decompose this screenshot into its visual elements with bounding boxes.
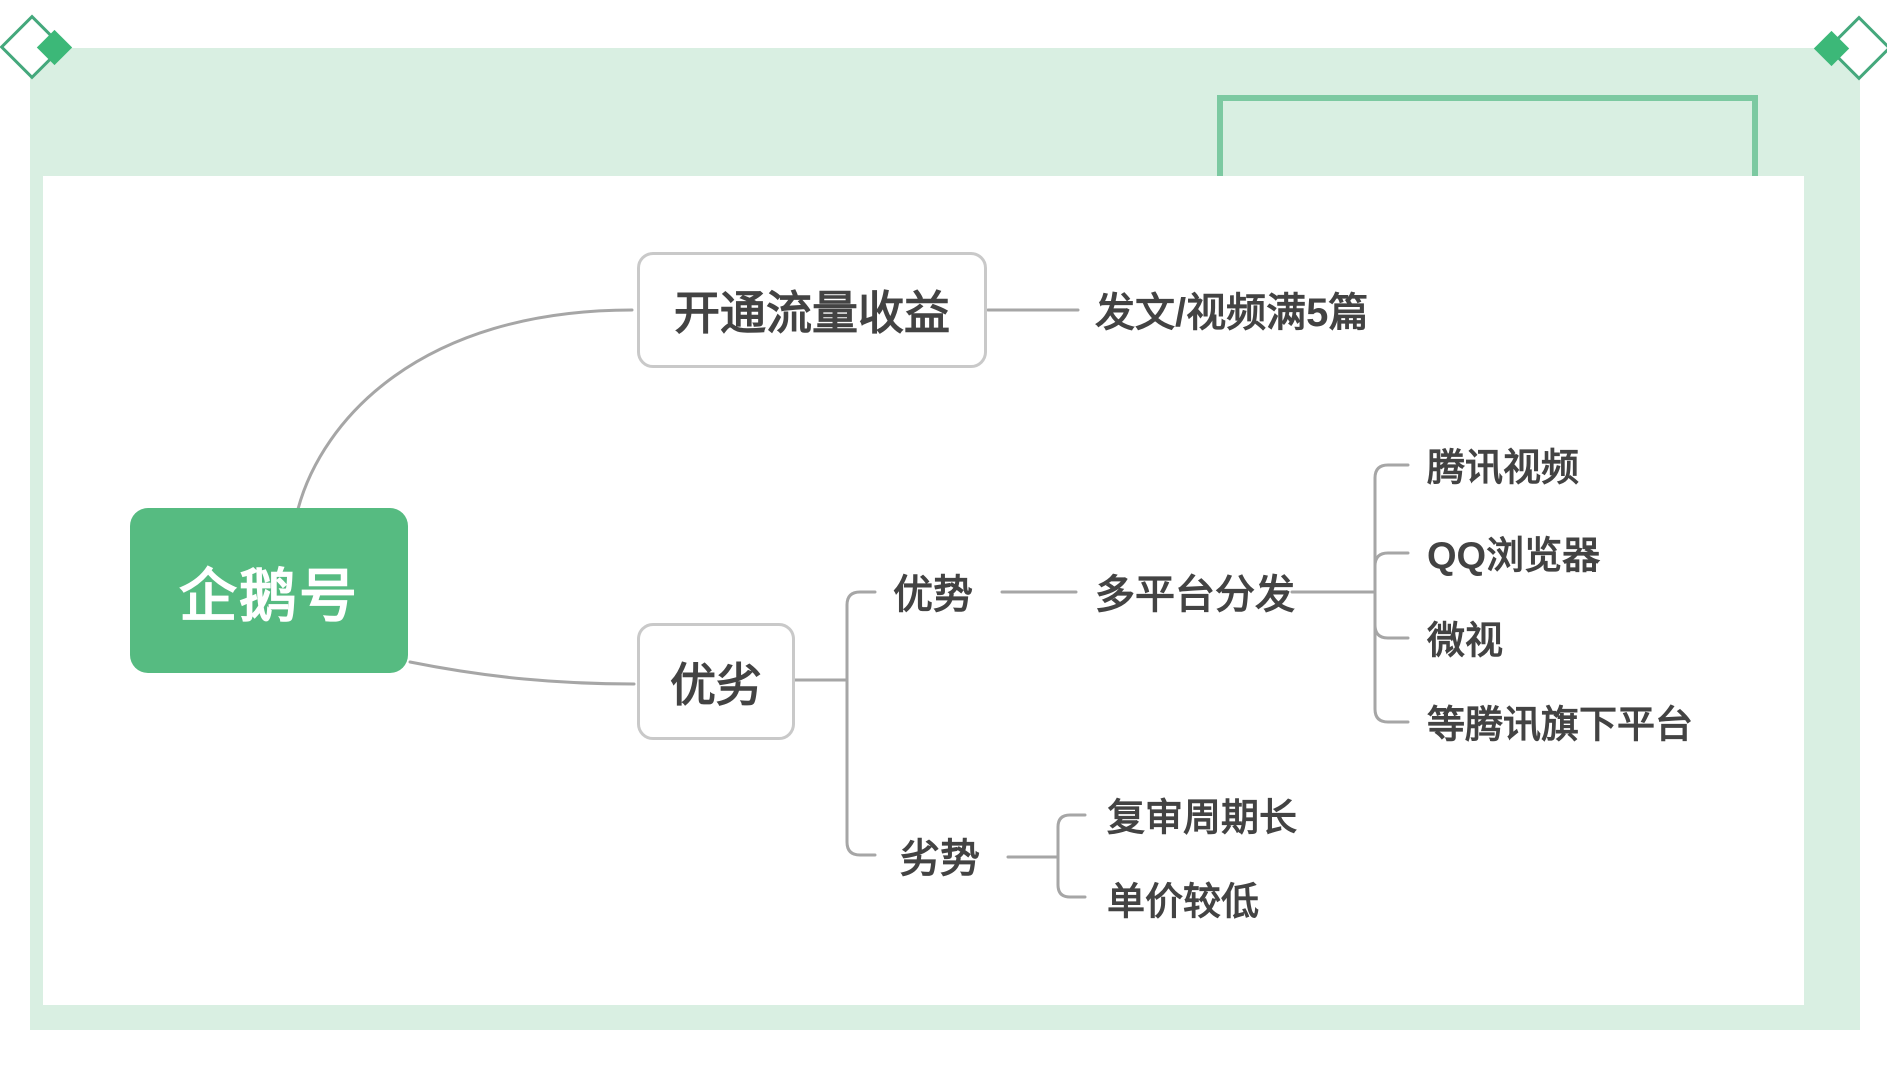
mindmap-leaf-platform-3[interactable]: 微视 bbox=[1427, 620, 1504, 663]
mindmap-leaf-platform-1[interactable]: 腾讯视频 bbox=[1427, 447, 1580, 490]
mindmap-leaf-platform-4[interactable]: 等腾讯旗下平台 bbox=[1427, 704, 1694, 747]
mindmap-leaf-disadvantage-1[interactable]: 复审周期长 bbox=[1107, 797, 1298, 840]
mindmap-leaf-traffic-requirement[interactable]: 发文/视频满5篇 bbox=[1095, 290, 1369, 335]
mindmap-leaf-disadvantage-2[interactable]: 单价较低 bbox=[1107, 881, 1260, 924]
mindmap-label-disadvantage[interactable]: 劣势 bbox=[900, 836, 980, 881]
mindmap-leaf-platform-2[interactable]: QQ浏览器 bbox=[1427, 535, 1601, 578]
mindmap-root-node[interactable]: 企鹅号 bbox=[130, 508, 408, 673]
mindmap-label-advantage[interactable]: 优势 bbox=[893, 572, 973, 617]
mindmap-node-traffic-revenue[interactable]: 开通流量收益 bbox=[637, 252, 987, 368]
mindmap-node-pros-cons[interactable]: 优劣 bbox=[637, 623, 795, 740]
mindmap-label-multi-platform[interactable]: 多平台分发 bbox=[1095, 572, 1295, 617]
